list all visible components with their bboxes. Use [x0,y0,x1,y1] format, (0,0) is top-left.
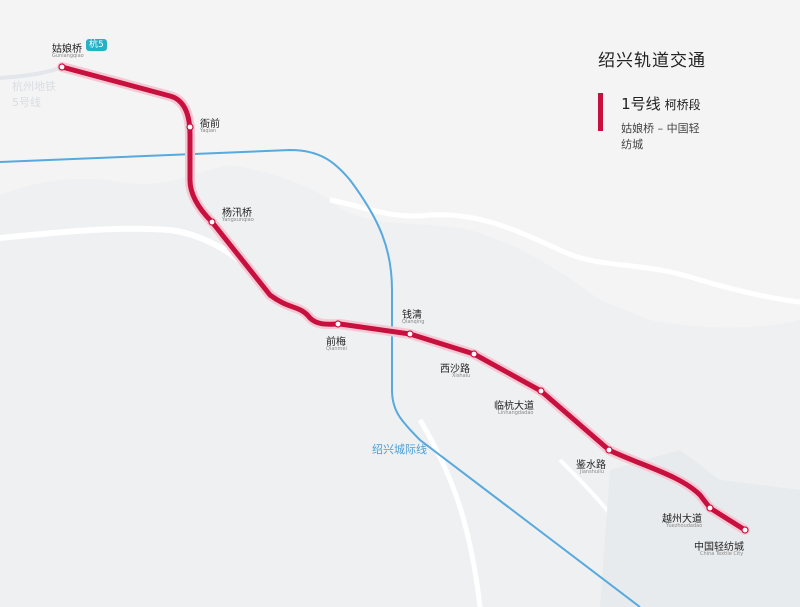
station-name-en: China Textile City [700,551,744,557]
station-dot[interactable] [406,330,414,338]
station-markers [58,63,749,534]
station-name: 杨汛桥 [222,208,252,219]
hangzhou-metro-label-line: 5号线 [12,96,41,109]
river-shape [329,197,800,305]
station-name-en: Guniangqiao [52,53,84,59]
station-name: 钱清 [402,310,422,321]
legend-range: 姑娘桥 – 中国轻纺城 [621,122,700,151]
station-name: 衙前 [200,119,220,130]
river-shape [417,418,483,607]
station-dot[interactable] [741,526,749,534]
terrain-background [0,165,800,607]
station-dot[interactable] [470,350,478,358]
hangzhou-metro-label: 杭州地铁 [12,80,56,93]
station-name-en: Jianshuilu [580,469,604,475]
legend: 绍兴轨道交通 1号线柯桥段 姑娘桥 – 中国轻纺城 [598,46,706,151]
line1-path [59,64,748,533]
terrain-shape [600,450,800,607]
legend-line-entry: 1号线柯桥段 姑娘桥 – 中国轻纺城 [598,93,706,152]
station-name-en: Yangxunqiao [222,217,254,223]
station-name-en: Linhangdadao [498,410,534,416]
station-name: 临杭大道 [494,401,534,412]
station-name: 姑娘桥 [52,44,82,55]
line1-color-swatch [598,93,604,131]
terrain-shape [0,165,800,607]
station-dot[interactable] [706,504,714,512]
hangzhou-metro-line [0,65,63,80]
station-dot[interactable] [605,446,613,454]
station-name-en: Qianmei [326,346,347,352]
intercity-line [0,148,641,607]
legend-line-name: 1号线 [621,95,661,113]
station-dot[interactable] [208,218,216,226]
station-name-en: Xishalu [452,373,471,379]
station-name: 西沙路 [440,364,470,375]
station-dot[interactable] [186,123,194,131]
station-name-en: Qianqing [402,319,425,325]
river-shape [0,225,253,273]
legend-title: 绍兴轨道交通 [598,51,706,71]
station-name: 鉴水路 [576,460,606,471]
station-name: 前梅 [326,337,346,348]
station-dot[interactable] [58,63,66,71]
legend-segment: 柯桥段 [664,98,701,112]
station-name: 越州大道 [662,514,702,525]
station-name-en: Yuezhoudadao [666,523,703,529]
transfer-badge: 杭5 [86,39,107,51]
station-name-en: Yaqian [200,128,217,134]
intercity-line-label: 绍兴城际线 [372,443,427,456]
station-name: 中国轻纺城 [694,542,744,553]
station-dot[interactable] [334,320,342,328]
station-dot[interactable] [537,387,545,395]
